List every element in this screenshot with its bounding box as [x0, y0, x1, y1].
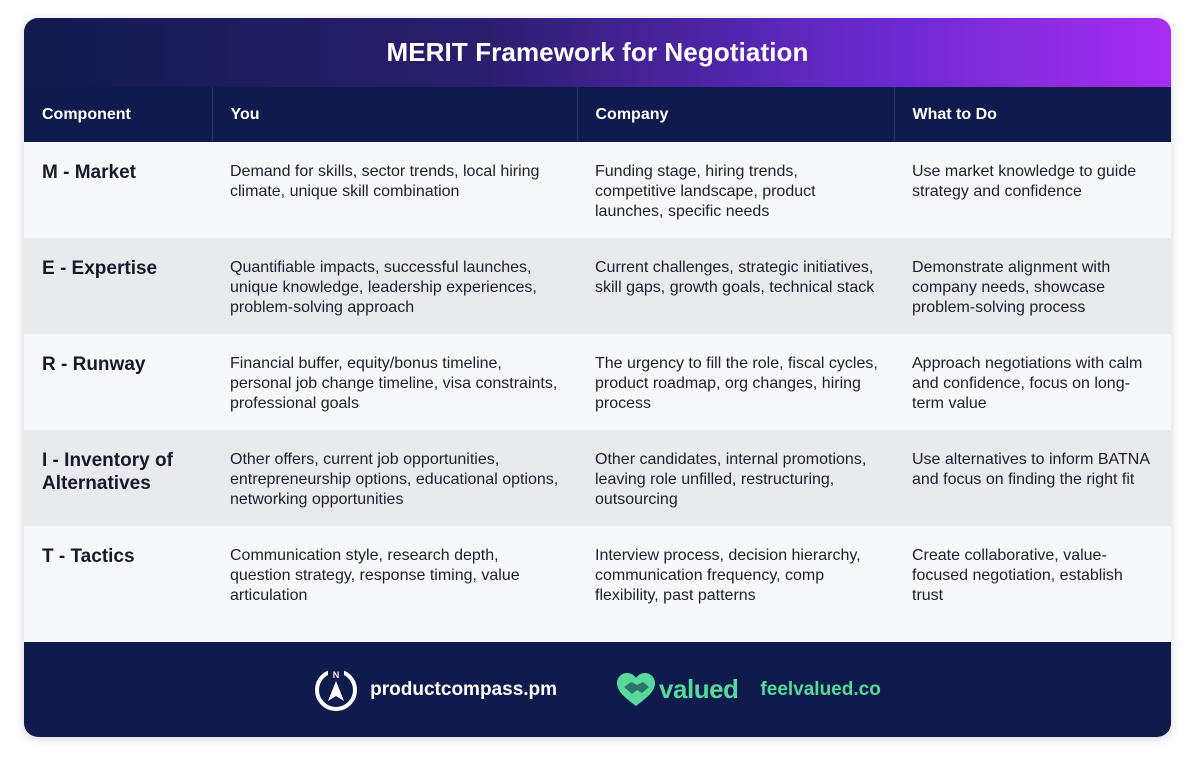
component-cell: T - Tactics — [24, 526, 212, 642]
what-to-do-cell: Use market knowledge to guide strategy a… — [894, 142, 1171, 238]
company-cell: The urgency to fill the role, fiscal cyc… — [577, 334, 894, 430]
company-cell: Other candidates, internal promotions, l… — [577, 430, 894, 526]
page-title: MERIT Framework for Negotiation — [386, 37, 809, 67]
company-cell: Current challenges, strategic initiative… — [577, 238, 894, 334]
component-cell: E - Expertise — [24, 238, 212, 334]
what-to-do-cell: Demonstrate alignment with company needs… — [894, 238, 1171, 334]
valued-logo-text: valued — [659, 674, 739, 704]
table-header-row: Component You Company What to Do — [24, 87, 1171, 142]
company-cell: Interview process, decision hierarchy, c… — [577, 526, 894, 642]
column-header-you: You — [212, 87, 578, 142]
table-row-tactics: T - Tactics Communication style, researc… — [24, 526, 1171, 642]
column-header-component: Component — [24, 87, 213, 142]
table-row-market: M - Market Demand for skills, sector tre… — [24, 142, 1171, 238]
column-header-what-to-do: What to Do — [894, 87, 1171, 142]
you-cell: Communication style, research depth, que… — [212, 526, 577, 642]
compass-logo-icon: N — [315, 667, 358, 711]
productcompass-brand: N productcompass.pm — [314, 667, 558, 712]
feelvalued-link[interactable]: feelvalued.co — [760, 678, 881, 700]
handshake-heart-logo-icon — [617, 672, 656, 706]
component-cell: R - Runway — [24, 334, 212, 430]
merit-framework-card: MERIT Framework for Negotiation Componen… — [24, 18, 1171, 737]
title-bar: MERIT Framework for Negotiation — [24, 18, 1171, 87]
column-header-company: Company — [577, 87, 895, 142]
company-cell: Funding stage, hiring trends, competitiv… — [577, 142, 894, 238]
what-to-do-cell: Use alternatives to inform BATNA and foc… — [894, 430, 1171, 526]
what-to-do-cell: Approach negotiations with calm and conf… — [894, 334, 1171, 430]
table-row-inventory: I - Inventory of Alternatives Other offe… — [24, 430, 1171, 526]
component-cell: M - Market — [24, 142, 212, 238]
component-cell: I - Inventory of Alternatives — [24, 430, 212, 526]
merit-table: Component You Company What to Do M - Mar… — [24, 87, 1171, 642]
footer: N productcompass.pm valued feelvalued.co — [24, 642, 1171, 737]
you-cell: Quantifiable impacts, successful launche… — [212, 238, 577, 334]
table-row-expertise: E - Expertise Quantifiable impacts, succ… — [24, 238, 1171, 334]
table-row-runway: R - Runway Financial buffer, equity/bonu… — [24, 334, 1171, 430]
you-cell: Financial buffer, equity/bonus timeline,… — [212, 334, 577, 430]
valued-brand: valued feelvalued.co — [615, 672, 881, 708]
productcompass-link[interactable]: productcompass.pm — [370, 678, 558, 700]
you-cell: Demand for skills, sector trends, local … — [212, 142, 577, 238]
you-cell: Other offers, current job opportunities,… — [212, 430, 577, 526]
svg-text:N: N — [333, 670, 340, 680]
what-to-do-cell: Create collaborative, value-focused nego… — [894, 526, 1171, 642]
